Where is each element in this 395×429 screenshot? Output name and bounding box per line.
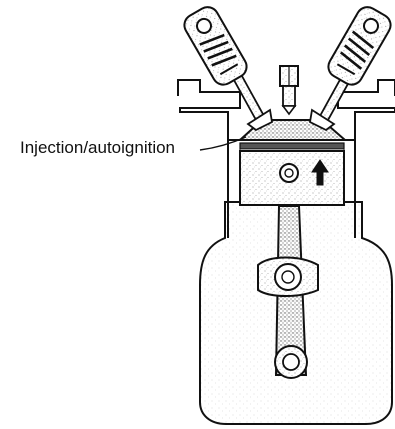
piston	[240, 143, 344, 205]
cylinder-head-left	[178, 80, 240, 140]
left-valve-spring	[180, 3, 250, 89]
right-valve-spring	[324, 3, 394, 89]
leader-line	[200, 137, 246, 150]
fuel-injector	[280, 66, 298, 114]
cylinder-head-right	[338, 80, 395, 140]
injection-label: Injection/autoignition	[20, 138, 175, 158]
